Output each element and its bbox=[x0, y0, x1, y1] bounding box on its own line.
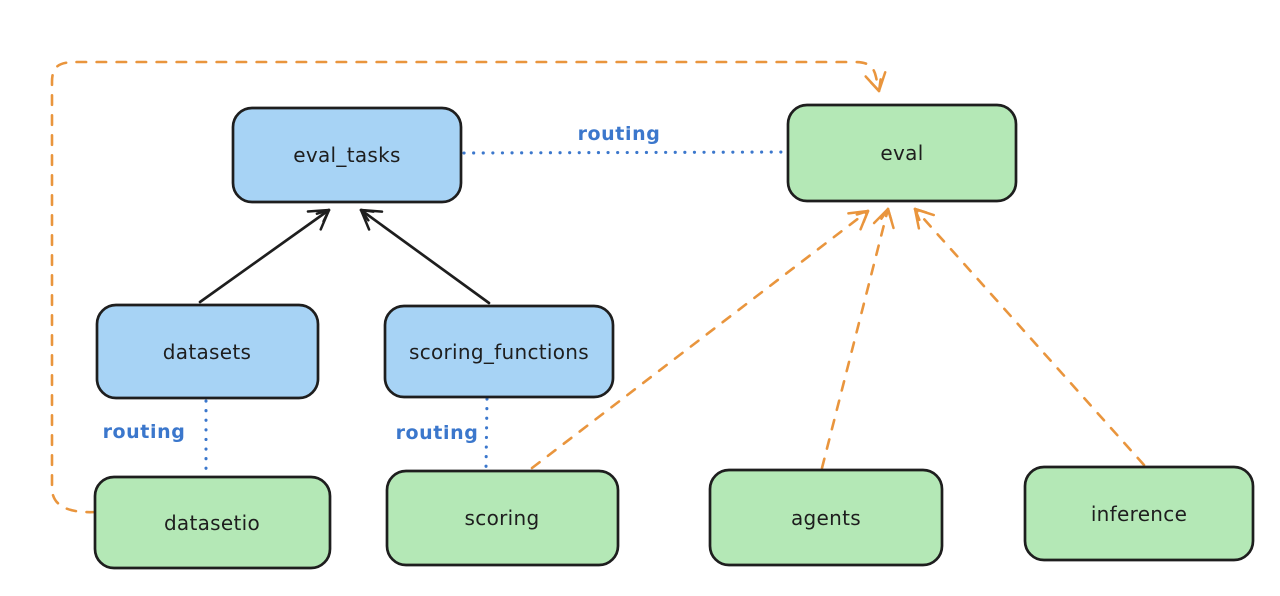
node-scoring-functions: scoring_functions bbox=[383, 304, 615, 399]
node-datasetio-box bbox=[93, 475, 332, 570]
routing-label-eval-tasks-eval: routing bbox=[578, 123, 661, 145]
node-scoring: scoring bbox=[385, 469, 620, 567]
node-agents: agents bbox=[708, 468, 944, 567]
edge-scoring-functions-to-eval-tasks bbox=[359, 208, 491, 305]
node-agents-box bbox=[708, 468, 944, 567]
nodes-layer: eval_tasks eval datasets scoring_functio… bbox=[93, 103, 1255, 570]
edge-eval-tasks-to-eval-routing bbox=[462, 150, 788, 155]
node-eval-tasks-box bbox=[231, 106, 463, 204]
edge-datasetio-to-eval bbox=[50, 60, 887, 514]
node-scoring-functions-label: scoring_functions bbox=[409, 340, 589, 364]
node-eval-tasks-label: eval_tasks bbox=[293, 143, 400, 167]
node-scoring-label: scoring bbox=[465, 506, 540, 530]
node-eval-label: eval bbox=[880, 141, 923, 165]
node-datasetio: datasetio bbox=[93, 475, 332, 570]
node-agents-label: agents bbox=[791, 506, 861, 530]
node-inference-label: inference bbox=[1091, 502, 1187, 526]
edge-scoring-to-eval bbox=[530, 209, 870, 470]
node-scoring-box bbox=[385, 469, 620, 567]
edge-inference-to-eval bbox=[913, 207, 1146, 467]
routing-label-scoring-functions-scoring: routing bbox=[396, 422, 479, 444]
edges-layer bbox=[50, 60, 1146, 514]
node-datasets-label: datasets bbox=[163, 340, 251, 364]
node-datasets: datasets bbox=[95, 303, 320, 400]
node-inference: inference bbox=[1023, 465, 1255, 562]
node-eval-tasks: eval_tasks bbox=[231, 106, 463, 204]
node-eval-box bbox=[786, 103, 1018, 203]
node-datasetio-label: datasetio bbox=[164, 511, 260, 535]
node-datasets-box bbox=[95, 303, 320, 400]
edge-agents-to-eval bbox=[820, 207, 895, 470]
edge-datasets-to-eval-tasks bbox=[198, 208, 331, 304]
node-inference-box bbox=[1023, 465, 1255, 562]
edge-labels-layer: routing routing routing bbox=[103, 123, 661, 444]
node-eval: eval bbox=[786, 103, 1018, 203]
routing-label-datasets-datasetio: routing bbox=[103, 421, 186, 443]
node-scoring-functions-box bbox=[383, 304, 615, 399]
edge-scoring-functions-to-scoring-routing bbox=[484, 397, 489, 470]
